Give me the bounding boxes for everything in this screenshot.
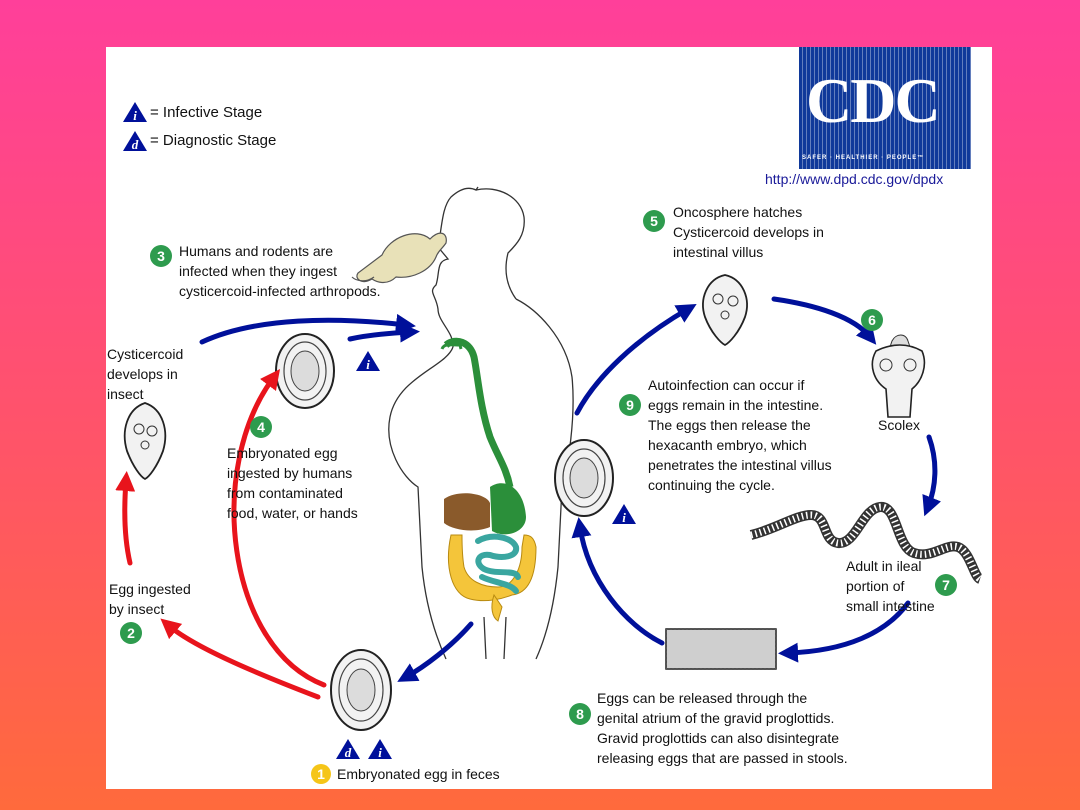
- arrow-proglottid-to-egg: [571, 517, 665, 646]
- arrow-scolex-to-adult: [922, 434, 941, 517]
- egg-step-4: [275, 333, 335, 409]
- step-marker-4: 4: [250, 416, 272, 438]
- legend-infective-triangle: i: [123, 102, 147, 123]
- step-marker-5: 5: [643, 210, 665, 232]
- svg-text:9: 9: [626, 397, 634, 413]
- step-8-text: Eggs can be released through the genital…: [597, 690, 848, 766]
- step-7-text: Adult in ileal portion of small intestin…: [846, 558, 935, 614]
- scolex-illustration: [871, 334, 926, 418]
- legend-diagnostic-label: = Diagnostic Stage: [150, 132, 277, 149]
- svg-text:i: i: [622, 510, 626, 525]
- digestive-system: [440, 337, 537, 622]
- human-cycle-arrows: [199, 296, 941, 682]
- legend-infective-label: = Infective Stage: [150, 104, 263, 121]
- svg-text:1: 1: [317, 766, 325, 782]
- step-3-text: Humans and rodents are infected when the…: [179, 243, 381, 299]
- arrow-egg-to-villus: [574, 304, 697, 416]
- cdc-logo: [799, 47, 971, 169]
- step-marker-2: 2: [120, 622, 142, 644]
- arrow-intestine-to-feces: [397, 621, 474, 682]
- arrow-egg-to-mouth: [347, 322, 420, 343]
- step-marker-3: 3: [150, 245, 172, 267]
- svg-text:3: 3: [157, 248, 165, 264]
- step-marker-6: 6: [861, 309, 883, 331]
- step-marker-8: 8: [569, 703, 591, 725]
- svg-text:6: 6: [868, 312, 876, 328]
- gravid-proglottid-illustration: [665, 628, 777, 670]
- svg-text:i: i: [366, 357, 370, 372]
- svg-text:2: 2: [127, 625, 135, 641]
- svg-text:i: i: [133, 108, 137, 123]
- infective-stage-triangle-autoinfection: i: [612, 504, 636, 525]
- cysticercoid-insect: [123, 402, 167, 481]
- arrow-insect-to-cysticercoid: [115, 471, 136, 566]
- egg-autoinfection: [554, 439, 614, 517]
- cdc-logo-letters: CDC: [806, 65, 941, 136]
- arrow-villus-to-scolex: [771, 296, 877, 345]
- arrow-feces-to-human-egg: [231, 369, 327, 688]
- infective-stage-triangle-feces: i: [368, 739, 392, 760]
- step-6-text: Scolex: [878, 417, 921, 433]
- adult-worm-illustration: [749, 502, 984, 584]
- step-marker-9: 9: [619, 394, 641, 416]
- step-2-text: Egg ingested by insect: [109, 581, 191, 617]
- svg-text:i: i: [378, 745, 382, 760]
- cdc-logo-tagline: SAFER · HEALTHIER · PEOPLE™: [802, 155, 925, 161]
- svg-text:8: 8: [576, 706, 584, 722]
- rodent-illustration: [351, 232, 447, 284]
- arrow-adult-to-proglottid: [778, 600, 911, 663]
- human-figure: [388, 186, 574, 660]
- svg-text:7: 7: [942, 577, 950, 593]
- step-marker-1: 1: [311, 764, 331, 784]
- infective-stage-triangle-egg: i: [356, 351, 380, 372]
- step-4-text: Embryonated egg ingested by humans from …: [227, 445, 358, 521]
- cdc-url-link[interactable]: http://www.dpd.cdc.gov/dpdx: [765, 171, 944, 187]
- cysticercoid-villus: [702, 274, 748, 347]
- step-5-text: Oncosphere hatches Cysticercoid develops…: [673, 204, 824, 260]
- step-1-text: Embryonated egg in feces: [337, 766, 500, 782]
- arrow-rodent-to-human: [199, 313, 416, 345]
- svg-text:5: 5: [650, 213, 658, 229]
- svg-text:4: 4: [257, 419, 265, 435]
- legend-diagnostic-triangle: d: [123, 131, 147, 152]
- insect-cycle-arrows: [115, 369, 327, 700]
- arrow-feces-to-insect: [160, 618, 321, 700]
- cysticercoid-label: Cysticercoid develops in insect: [107, 346, 184, 402]
- svg-text:d: d: [345, 745, 352, 760]
- diagnostic-stage-triangle-feces: d: [336, 739, 360, 760]
- egg-step-1: [330, 649, 392, 731]
- step-9-text: Autoinfection can occur if eggs remain i…: [648, 377, 832, 493]
- step-marker-7: 7: [935, 574, 957, 596]
- svg-text:d: d: [132, 137, 139, 152]
- life-cycle-diagram: i d i i d i 1 2 3 4 5 6 7 8 9 CDC SAFER …: [106, 47, 992, 789]
